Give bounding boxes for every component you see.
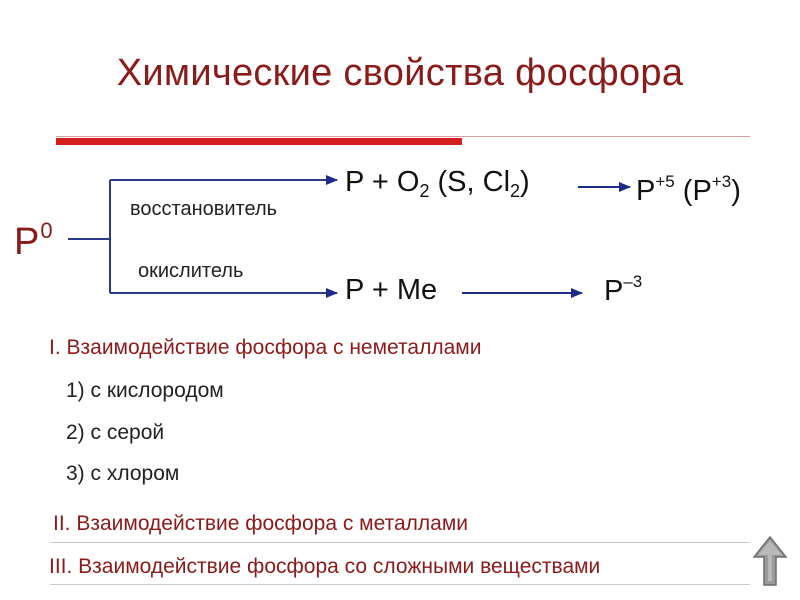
reaction1-sup-plus5: +5: [655, 172, 675, 191]
list-item: 2) с серой: [66, 421, 165, 444]
reaction2-reactants: P + Me: [345, 274, 438, 306]
section-heading-nonmetals: I. Взаимодействие фосфора с неметаллами: [49, 336, 482, 359]
list-item: 3) с хлором: [66, 462, 180, 485]
reaction1-product-p-alt: (P: [674, 175, 712, 207]
reaction2-sup-minus3: –3: [623, 272, 643, 291]
reducer-label: восстановитель: [130, 198, 278, 220]
divider-line: [50, 542, 750, 543]
reaction2-product: P–3: [604, 272, 642, 308]
section-heading-metals: II. Взаимодействие фосфора с металлами: [53, 512, 468, 535]
reaction1-sub-cl2: 2: [510, 181, 521, 201]
p0-charge: 0: [40, 218, 53, 243]
p0-symbol: P: [14, 221, 40, 263]
oxidizer-label: окислитель: [138, 260, 244, 282]
reaction1-sup-plus3: +3: [711, 172, 732, 191]
reaction1-product-p: P: [636, 175, 656, 207]
reaction1-reactants: P + O2 (S, Cl2): [345, 166, 530, 202]
title-divider-thin: [56, 136, 750, 137]
section-heading-complex: III. Взаимодействие фосфора со сложными …: [49, 555, 601, 578]
reaction1-products: P+5 (P+3): [636, 172, 741, 208]
title-divider-accent: [56, 138, 462, 145]
reaction1-text-a: P + O: [345, 166, 420, 198]
up-arrow-icon[interactable]: [752, 535, 788, 587]
page-title: Химические свойства фосфора: [116, 52, 684, 94]
reaction1-text-b: (S, Cl: [429, 166, 511, 198]
reaction1-product-close: ): [731, 175, 741, 207]
reaction1-sub-o2: 2: [419, 181, 430, 201]
phosphorus-p0: P0: [14, 218, 53, 264]
reaction1-text-c: ): [520, 166, 530, 198]
list-item: 1) с кислородом: [66, 379, 224, 402]
reaction2-product-p: P: [604, 275, 624, 307]
divider-line: [50, 584, 750, 585]
